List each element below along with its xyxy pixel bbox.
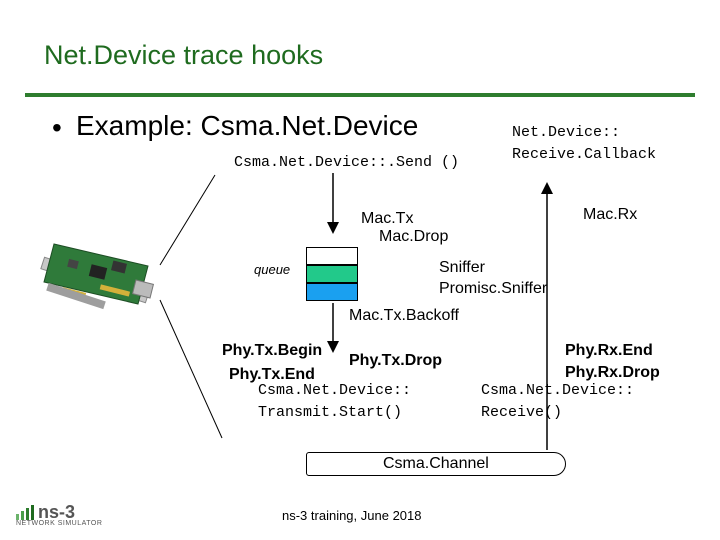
csma-channel-pipe	[306, 452, 566, 476]
phy-tx-begin-label: Phy.Tx.Begin	[222, 342, 323, 359]
network-card-image	[40, 230, 160, 330]
title-divider	[25, 93, 695, 97]
ns3-logo: ns-3 NETWORK SIMULATOR	[14, 500, 134, 535]
logo-wordmark: ns-3	[38, 502, 76, 522]
mac-drop-label: Mac.Drop	[379, 228, 449, 245]
phy-rx-drop-label: Phy.Rx.Drop	[565, 364, 660, 381]
transmit-start-label-line1: Csma.Net.Device::	[258, 382, 412, 399]
queue-slot-bottom	[306, 283, 358, 301]
bullet-text: Example: Csma.Net.Device	[76, 110, 419, 141]
receive-callback-label-line2: Receive.Callback	[512, 146, 657, 163]
promisc-sniffer-label: Promisc.Sniffer	[439, 280, 548, 297]
csma-channel-label: Csma.Channel	[383, 455, 489, 472]
receive-label-line2: Receive()	[481, 404, 563, 421]
phy-tx-drop-label: Phy.Tx.Drop	[349, 352, 443, 369]
zoom-line-top	[159, 174, 216, 266]
zoom-line-bottom	[159, 299, 223, 439]
mac-tx-backoff-label: Mac.Tx.Backoff	[349, 307, 459, 324]
logo-tagline: NETWORK SIMULATOR	[16, 520, 103, 527]
mac-rx-label: Mac.Rx	[583, 206, 638, 223]
queue-label: queue	[254, 262, 291, 277]
mac-tx-label: Mac.Tx	[361, 210, 414, 227]
receive-callback-label-line1: Net.Device::	[512, 124, 621, 141]
queue-slot-top	[306, 247, 358, 265]
receive-label-line1: Csma.Net.Device::	[481, 382, 635, 399]
queue-slot-middle	[306, 265, 358, 283]
slide-title: Net.Device trace hooks	[44, 40, 324, 70]
transmit-start-label-line2: Transmit.Start()	[258, 404, 403, 421]
send-label: Csma.Net.Device::.Send ()	[234, 154, 460, 171]
sniffer-label: Sniffer	[439, 259, 485, 276]
phy-rx-end-label: Phy.Rx.End	[565, 342, 653, 359]
bullet-marker: •	[52, 112, 62, 143]
footer-text: ns-3 training, June 2018	[282, 508, 422, 523]
phy-tx-end-label: Phy.Tx.End	[229, 366, 315, 383]
